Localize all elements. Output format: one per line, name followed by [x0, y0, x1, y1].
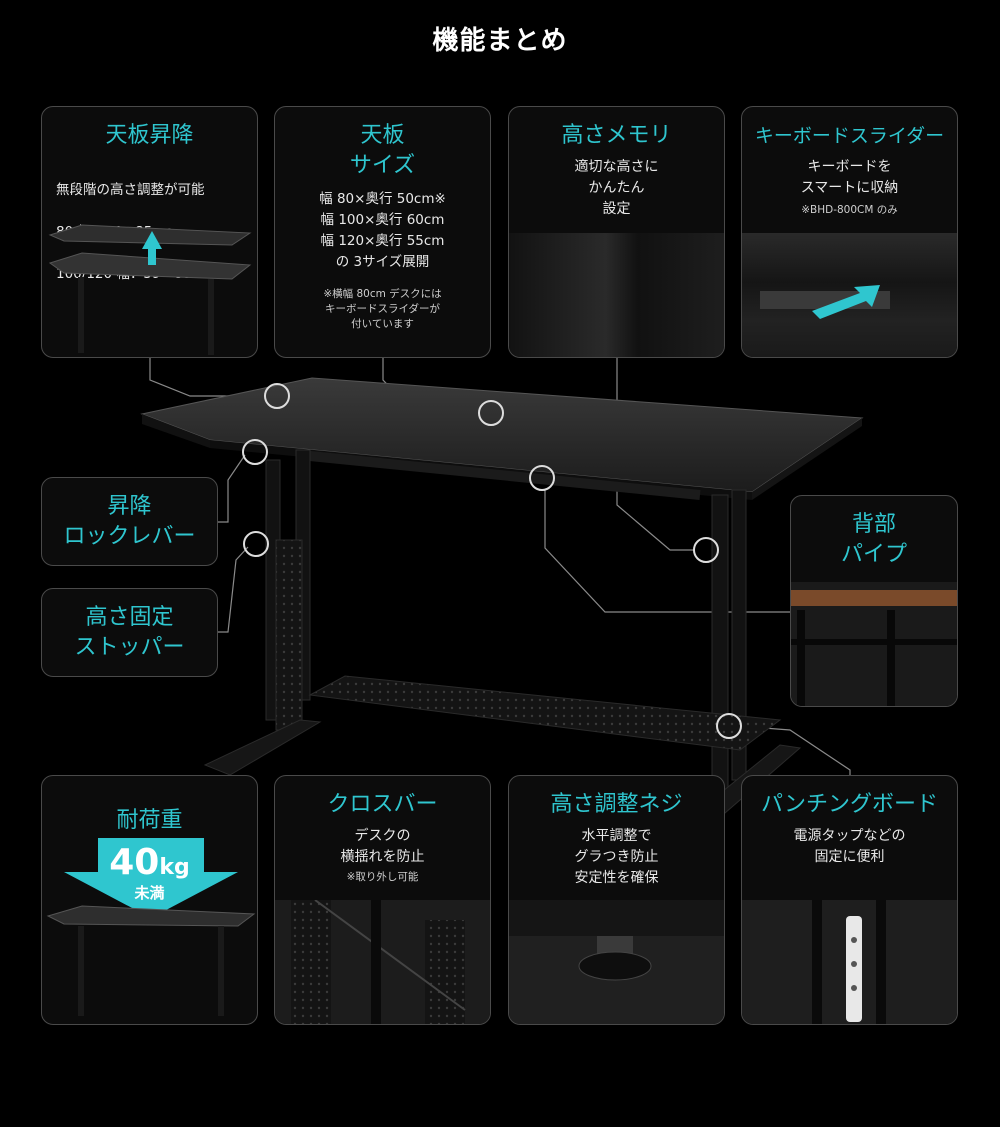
keyboard-slider-photo [742, 233, 957, 357]
card-height-memory: 高さメモリ 適切な高さに かんたん 設定 [508, 106, 725, 358]
card-title: クロスバー [327, 792, 438, 817]
label-lock-lever: 昇降 ロックレバー [41, 477, 218, 566]
label-height-stopper: 高さ固定 ストッパー [41, 588, 218, 677]
card-top-height: 天板昇降 無段階の高さ調整が可能 80 幅：64～85cm 100/120 幅：… [41, 106, 258, 358]
load-suffix: 未満 [134, 884, 165, 902]
card-title: 天板昇降 [105, 123, 194, 148]
bottom-shelf [308, 675, 782, 751]
punching-board-left [275, 539, 303, 731]
up-arrow-icon [142, 231, 162, 265]
card-back-pipe: 背部 パイプ [790, 495, 958, 707]
card-title: 高さメモリ [561, 123, 672, 148]
adjust-screw-photo [509, 900, 724, 1024]
card-body: 適切な高さに かんたん 設定 [574, 159, 659, 217]
card-body: デスクの 横揺れを防止 [340, 828, 425, 865]
card-title: 耐荷重 [116, 808, 183, 833]
callout-marker-icon [242, 383, 742, 739]
card-note: ※取り外し可能 [346, 871, 419, 883]
card-body: 幅 80×奥行 50cm※ 幅 100×奥行 60cm 幅 120×奥行 55c… [319, 191, 446, 270]
punching-board-photo [742, 900, 957, 1024]
card-load: 耐荷重 40kg 未満 [41, 775, 258, 1025]
card-adjust-screw: 高さ調整ネジ 水平調整で グラつき防止 安定性を確保 [508, 775, 725, 1025]
back-pipe-photo [791, 582, 957, 706]
load-value: 40kg [109, 842, 190, 883]
card-title: パンチングボード [760, 792, 939, 817]
card-top-size: 天板 サイズ 幅 80×奥行 50cm※ 幅 100×奥行 60cm 幅 120… [274, 106, 491, 358]
card-keyboard-slider: キーボードスライダー キーボードを スマートに収納 ※BHD-800CM のみ [741, 106, 958, 358]
card-title: 天板 サイズ [349, 123, 416, 178]
card-cross-bar: クロスバー デスクの 横揺れを防止 ※取り外し可能 [274, 775, 491, 1025]
desk-raise-illustration [48, 224, 252, 355]
card-title: キーボードスライダー [754, 125, 945, 147]
card-note: ※BHD-800CM のみ [801, 204, 898, 216]
card-body: キーボードを スマートに収納 [800, 159, 899, 196]
card-body: 水平調整で グラつき防止 安定性を確保 [574, 828, 659, 886]
card-title: 背部 パイプ [840, 512, 907, 567]
height-memory-photo [509, 233, 724, 357]
up-arrow-icon [812, 285, 880, 319]
page-title: 機能まとめ [432, 26, 568, 56]
card-title: 高さ調整ネジ [550, 792, 683, 817]
card-body: 電源タップなどの 固定に便利 [793, 828, 906, 865]
card-punching-board: パンチングボード 電源タップなどの 固定に便利 [741, 775, 958, 1025]
card-note: ※横幅 80cm デスクには キーボードスライダーが 付いています [323, 288, 442, 330]
down-arrow-icon [64, 838, 238, 918]
cross-bar-photo [275, 900, 490, 1024]
